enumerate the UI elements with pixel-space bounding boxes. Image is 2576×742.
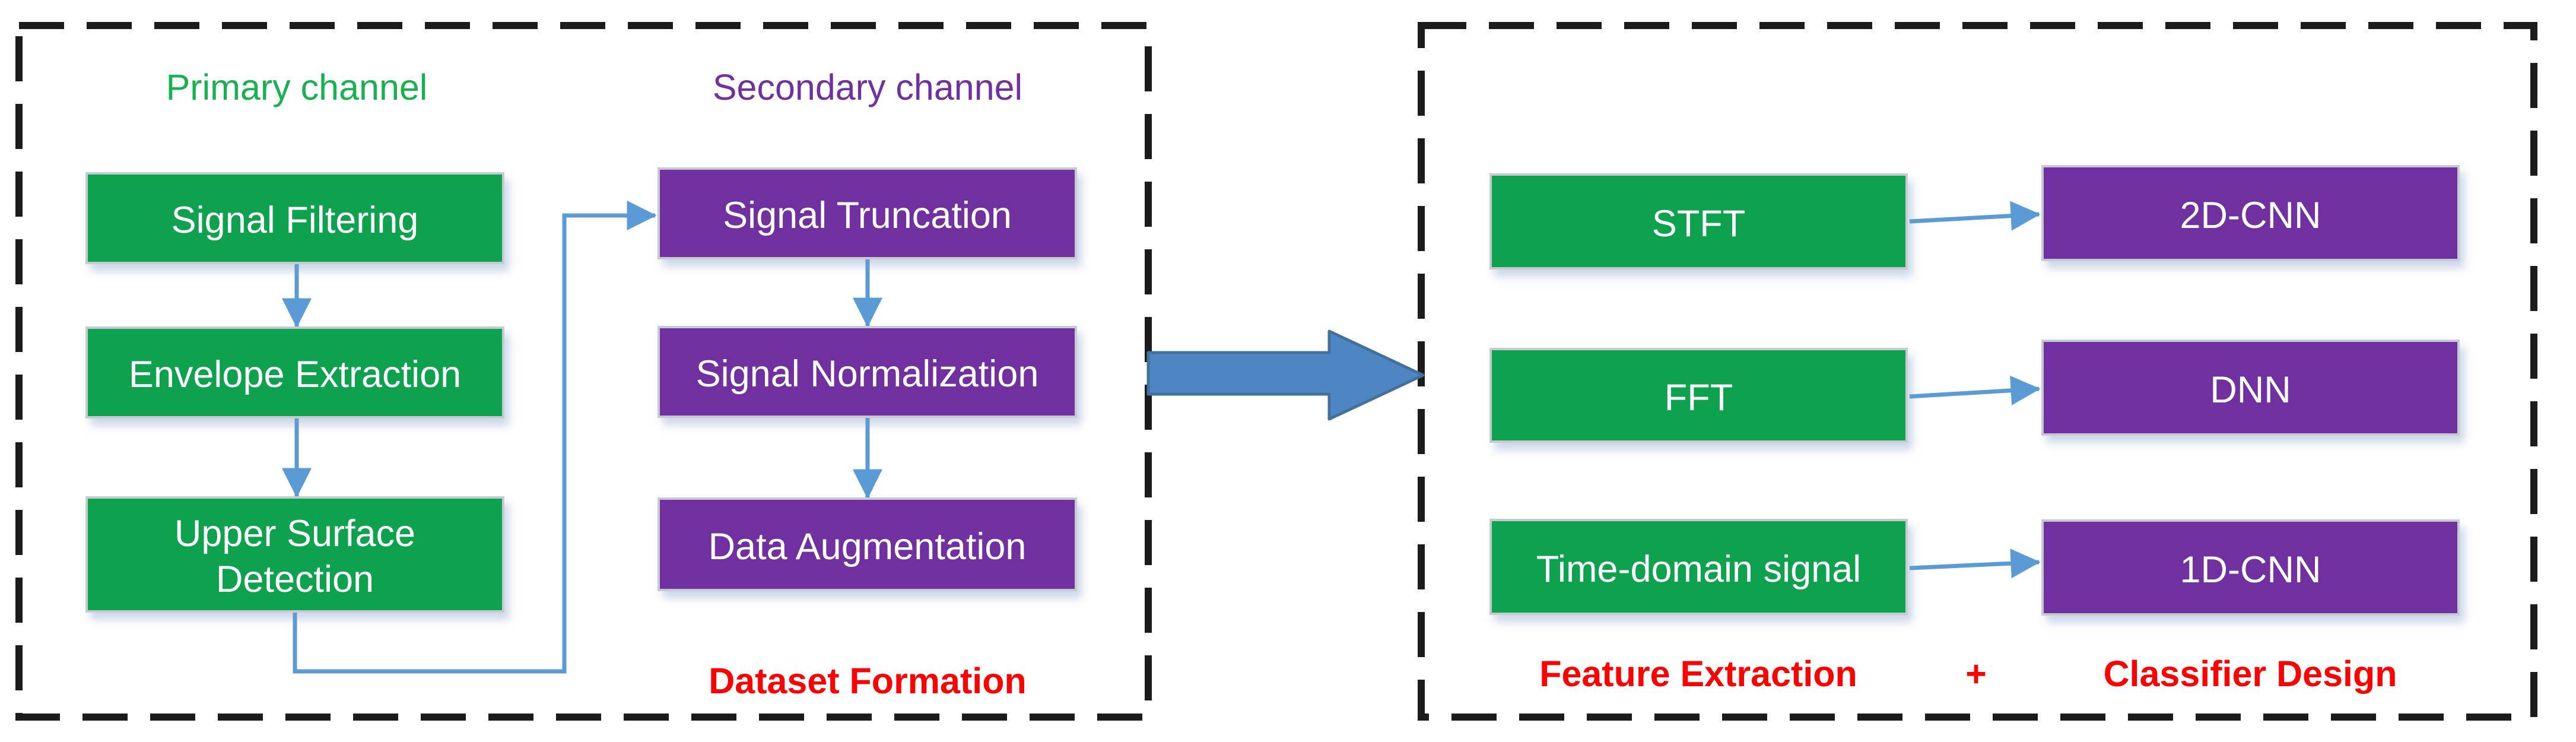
node-upper-surface-detection: Upper Surface Detection [85, 496, 504, 613]
node-data-augmentation: Data Augmentation [658, 497, 1077, 591]
right-arrow-icon [1909, 201, 2041, 231]
secondary-channel-title: Secondary channel [712, 67, 1023, 107]
classifier-design-caption: Classifier Design [2103, 654, 2397, 694]
right-arrow-icon [1909, 375, 2041, 405]
node-fft: FFT [1489, 348, 1908, 443]
left-panel-dashed-border [15, 22, 1152, 721]
node-stft: STFT [1489, 173, 1908, 269]
primary-channel-title: Primary channel [166, 67, 428, 107]
right-arrow-icon [1909, 548, 2041, 579]
feature-to-classifier-arrows [1909, 201, 2041, 579]
node-signal-truncation: Signal Truncation [658, 167, 1077, 259]
dataset-formation-caption: Dataset Formation [709, 661, 1027, 701]
elbow-connector-icon [293, 201, 657, 674]
node-time-domain-signal: Time-domain signal [1489, 519, 1908, 615]
node-dnn: DNN [2041, 340, 2460, 436]
node-label: Upper Surface Detection [174, 513, 416, 600]
right-panel-dashed-border [1418, 22, 2537, 721]
feature-extraction-caption: Feature Extraction [1539, 654, 1857, 694]
node-signal-filtering: Signal Filtering [85, 172, 504, 264]
node-envelope-extraction: Envelope Extraction [85, 326, 504, 418]
transition-arrow-icon [1146, 329, 1425, 421]
node-signal-normalization: Signal Normalization [658, 326, 1077, 418]
plus-caption: + [1965, 654, 1987, 694]
node-2d-cnn: 2D-CNN [2041, 165, 2460, 261]
node-1d-cnn: 1D-CNN [2041, 519, 2460, 616]
